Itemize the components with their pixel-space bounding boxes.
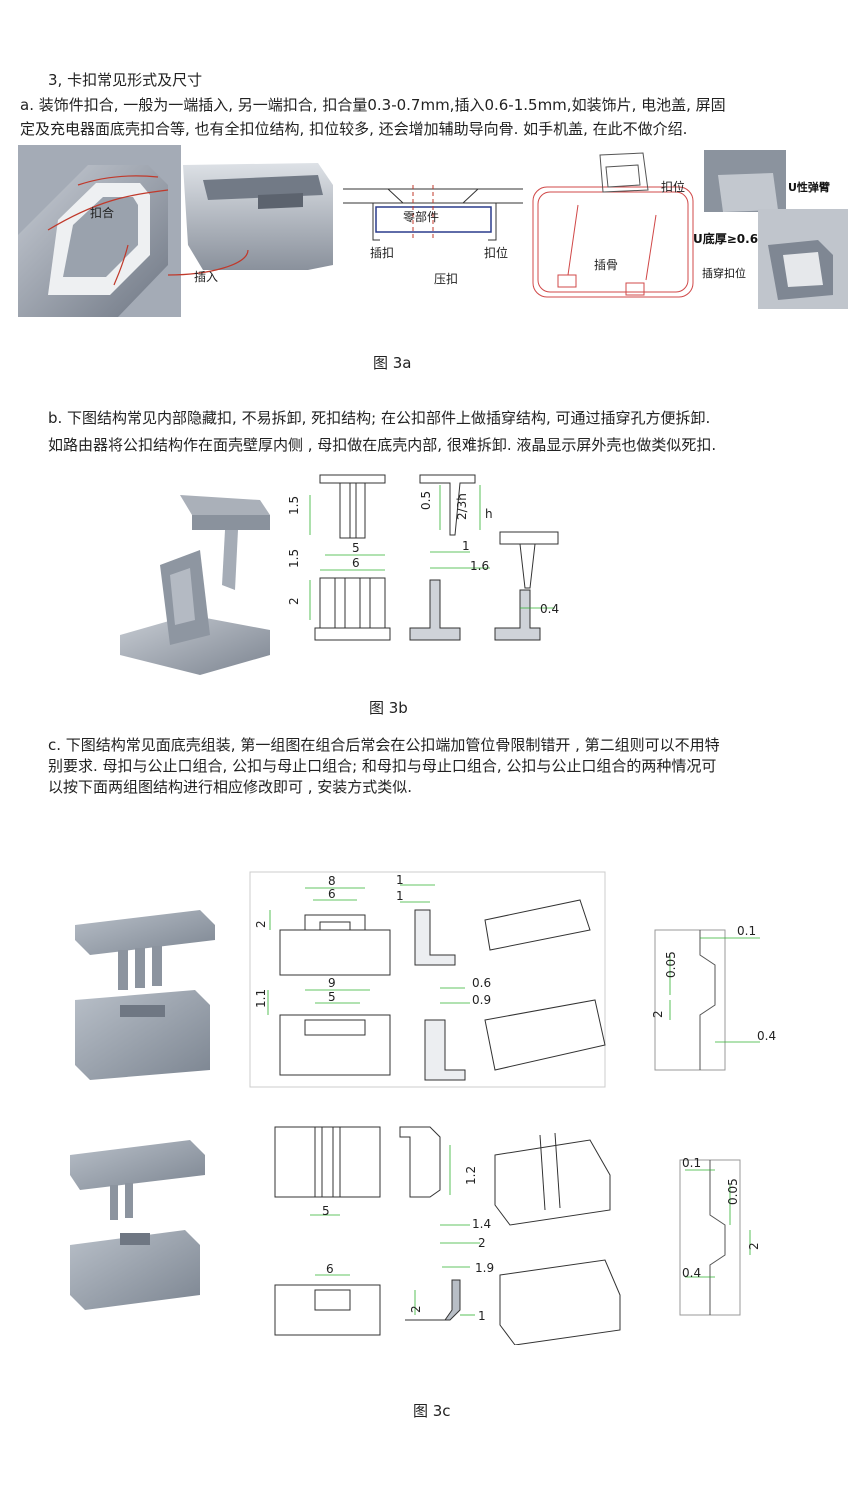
dim-c1-f: 9 [328,976,336,990]
dim-b-7: 1.5 [287,549,301,568]
dim-c1r-d: 0.4 [757,1029,776,1043]
dim-b-1: 1.5 [287,496,301,515]
dim-c1-d: 1 [396,889,404,903]
label-kouhe: 扣合 [90,205,114,220]
dim-c2r-d: 0.4 [682,1266,701,1280]
caption-3b: 图 3b [369,699,408,717]
paragraph-c-line3: 以按下面两组图结构进行相应修改即可 , 安装方式类似. [48,778,413,796]
render-bottom-part [70,1230,200,1310]
dim-c1-i: 0.6 [472,976,491,990]
paragraph-a-line1: a. 装饰件扣合, 一般为一端插入, 另一端扣合, 扣合量0.3-0.7mm,插… [20,96,726,114]
figure-3c-group2: 1.2 5 1.4 2 6 1.9 2 1 0.1 0.05 2 0.4 [70,1115,790,1346]
dim-c1-e: 2 [254,920,268,928]
dim-c1-g: 5 [328,990,336,1004]
dim-c1-b: 6 [328,887,336,901]
dim-c2-h: 1 [478,1309,486,1323]
dim-b-6: 1 [462,539,470,553]
dim-c1r-b: 0.05 [664,951,678,978]
dim-c1-a: 8 [328,874,336,888]
dim-c2-c: 1.4 [472,1217,491,1231]
battery-cover-drawing [532,152,694,298]
paragraph-c-line1: c. 下图结构常见面底壳组装, 第一组图在组合后常会在公扣端加管位骨限制错开 ,… [48,736,720,754]
dim-b-11: 0.4 [540,602,559,616]
label-u-spring: U性弹臂 [788,180,830,194]
render-base [120,615,270,675]
dim-c2r-b: 0.05 [726,1178,740,1205]
paragraph-a-line2: 定及充电器面底壳扣合等, 也有全扣位结构, 扣位较多, 还会增加辅助导向骨. 如… [20,120,688,138]
dim-c2r-c: 2 [747,1242,761,1250]
dim-c1-h: 1.1 [254,989,268,1008]
figure-3a: 扣合 插入 零部件 插扣 扣位 压扣 扣位 插骨 [18,145,848,320]
render-bottom-part [75,990,210,1080]
label-chagu: 插骨 [594,258,618,272]
dim-c2-f: 1.9 [475,1261,494,1275]
dim-c1-j: 0.9 [472,993,491,1007]
paragraph-c-line2: 别要求. 母扣与公止口组合, 公扣与母止口组合; 和母扣与母止口组合, 公扣与公… [48,757,717,775]
section-drawing [343,185,523,241]
dim-c2-a: 1.2 [464,1166,478,1185]
figure-3b: 1.5 0.5 2/3h h 5 1 1.5 6 1.6 2 0.4 [110,470,590,680]
caption-3c: 图 3c [413,1402,451,1420]
label-u-bottom: U底厚≥0.6 [693,231,758,246]
dim-b-2: 0.5 [419,491,433,510]
section-heading: 3, 卡扣常见形式及尺寸 [48,71,203,89]
group2-drawings [274,1126,741,1346]
dim-c1r-a: 0.1 [737,924,756,938]
group1-drawings [279,899,726,1081]
label-yakou: 压扣 [434,272,458,286]
label-lingbujian: 零部件 [403,209,439,224]
label-kouwei2: 扣位 [661,179,685,194]
dim-c2-g: 2 [409,1305,423,1313]
dim-c2-d: 2 [478,1236,486,1250]
dim-c1-c: 1 [396,873,404,887]
label-charu: 插入 [194,270,218,284]
figure-3c-group1: 8 6 1 1 2 9 5 1.1 0.6 0.9 0.1 0.05 2 0.4 [70,870,790,1090]
dimension-drawings [314,474,559,641]
dim-b-5: 5 [352,541,360,555]
caption-3a: 图 3a [373,354,412,372]
paragraph-b-line2: 如路由器将公扣结构作在面壳壁厚内侧 , 母扣做在底壳内部, 很难拆卸. 液晶显示… [48,436,717,454]
dim-c1r-c: 2 [651,1010,665,1018]
dim-b-9: 1.6 [470,559,489,573]
paragraph-b-line1: b. 下图结构常见内部隐藏扣, 不易拆卸, 死扣结构; 在公扣部件上做插穿结构,… [48,409,711,427]
dim-c2-e: 6 [326,1262,334,1276]
dim-c2-b: 5 [322,1204,330,1218]
dim-c2r-a: 0.1 [682,1156,701,1170]
label-chachuan: 插穿扣位 [702,266,746,280]
dim-b-3: 2/3h [455,493,469,520]
dim-b-10: 2 [287,597,301,605]
dim-b-4: h [485,507,493,521]
label-kouwei: 扣位 [484,245,508,260]
label-chakou: 插扣 [370,246,394,260]
render-top-part [70,1140,205,1190]
render-top-part [75,910,215,955]
dim-b-8: 6 [352,556,360,570]
